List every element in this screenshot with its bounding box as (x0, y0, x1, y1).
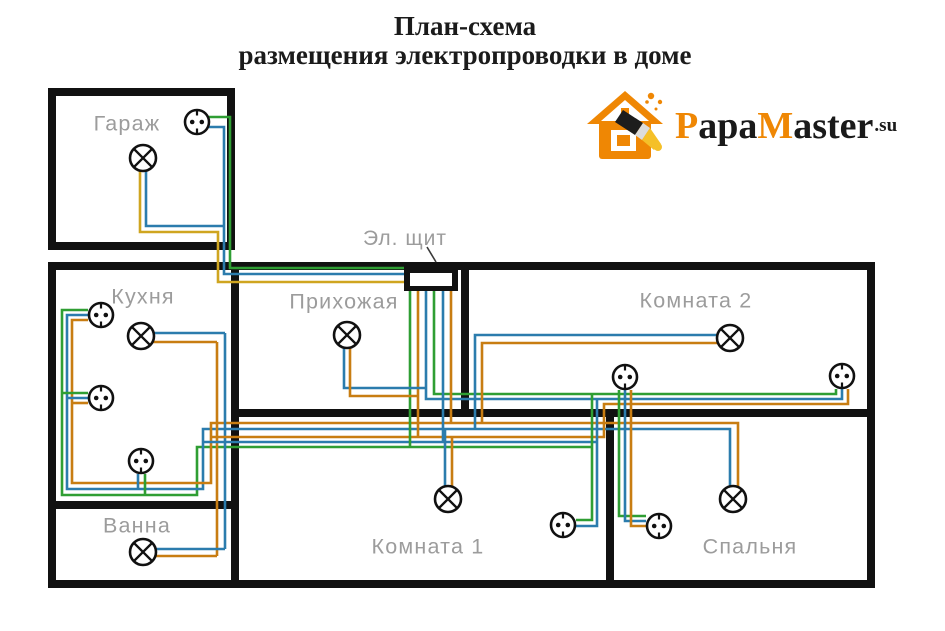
logo-part-apa: apa (698, 105, 758, 147)
wire-green (617, 390, 646, 518)
wire-yellow (138, 170, 404, 284)
lamp-icon (718, 484, 748, 514)
outlet-icon (127, 447, 155, 475)
wire-orange (211, 389, 850, 439)
wire-green (208, 115, 404, 270)
wire-blue (576, 399, 599, 528)
logo-letter-p: P (675, 105, 699, 147)
logo-letter-m: M (757, 105, 794, 147)
outlet-icon (183, 108, 211, 136)
logo: PapaMaster.su (583, 88, 897, 164)
panel-pointer-line (426, 246, 437, 263)
outlet-icon (87, 301, 115, 329)
logo-part-aster: aster (793, 105, 874, 147)
room-label-0: Гараж (94, 112, 161, 136)
wire-blue (342, 348, 426, 390)
wire-blue (473, 333, 717, 429)
room-label-2: Прихожая (289, 290, 398, 314)
lamp-icon (126, 321, 156, 351)
logo-text: PapaMaster.su (675, 104, 897, 148)
lamp-icon (433, 484, 463, 514)
wire-orange (70, 318, 740, 487)
wire-green (432, 291, 838, 396)
wire-blue (424, 291, 844, 401)
wire-orange (480, 341, 718, 423)
outlet-icon (828, 362, 856, 390)
wire-blue (65, 313, 732, 491)
room-label-1: Кухня (111, 285, 175, 309)
page-title: План-схема размещения электропроводки в … (0, 12, 930, 70)
outlet-icon (611, 363, 639, 391)
title-line-1: План-схема (393, 11, 537, 41)
wire-green (576, 394, 594, 522)
outlet-icon (87, 384, 115, 412)
wire-blue (209, 125, 404, 276)
logo-suffix: .su (874, 115, 898, 136)
room-label-5: Комната 1 (372, 535, 485, 559)
electrical-panel-inner (410, 273, 452, 286)
lamp-icon (128, 537, 158, 567)
title-line-2: размещения электропроводки в доме (238, 40, 692, 70)
lamp-icon (715, 323, 745, 353)
lamp-icon (332, 320, 362, 350)
wire-blue (623, 390, 646, 523)
wire-orange (348, 348, 418, 398)
room-label-3: Комната 2 (640, 289, 753, 313)
wire-orange (629, 390, 646, 528)
wire-green (60, 308, 592, 497)
room-label-4: Ванна (103, 514, 171, 538)
logo-house-icon (587, 91, 663, 159)
room-label-6: Спальня (703, 535, 798, 559)
outlet-icon (645, 512, 673, 540)
lamp-icon (128, 143, 158, 173)
wire-blue (144, 170, 224, 228)
outlet-icon (549, 511, 577, 539)
panel-label: Эл. щит (363, 227, 447, 250)
